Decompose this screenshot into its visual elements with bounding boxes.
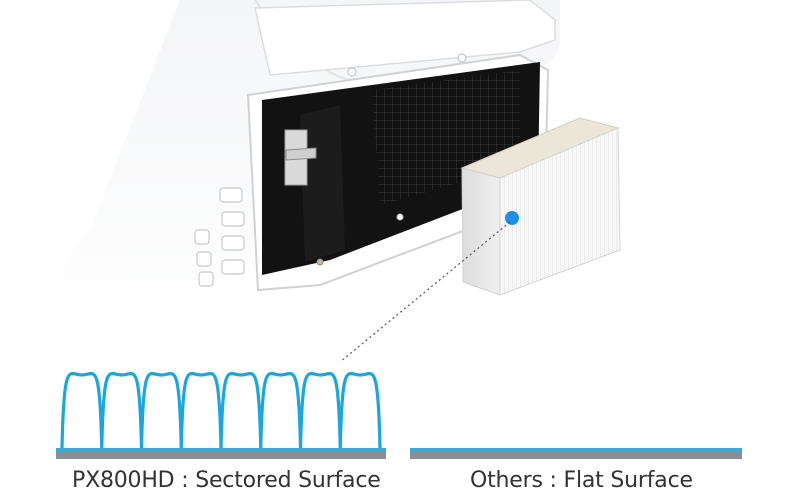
projector-device xyxy=(61,0,561,330)
flat-base-gray xyxy=(410,452,742,459)
sectored-wave-line xyxy=(60,372,382,449)
flat-surface-diagram xyxy=(410,448,742,459)
callout-dotted-line xyxy=(339,221,511,363)
control-buttons xyxy=(194,187,245,287)
sectored-surface-diagram xyxy=(56,372,386,459)
filter-highlight-dot xyxy=(505,211,519,225)
sectored-surface-caption: PX800HD : Sectored Surface xyxy=(72,468,381,493)
sectored-base-blue xyxy=(56,448,386,452)
sectored-base-gray xyxy=(56,452,386,459)
flat-surface-caption: Others : Flat Surface xyxy=(470,468,693,493)
air-filter xyxy=(460,117,621,296)
flat-base-blue xyxy=(410,448,742,452)
